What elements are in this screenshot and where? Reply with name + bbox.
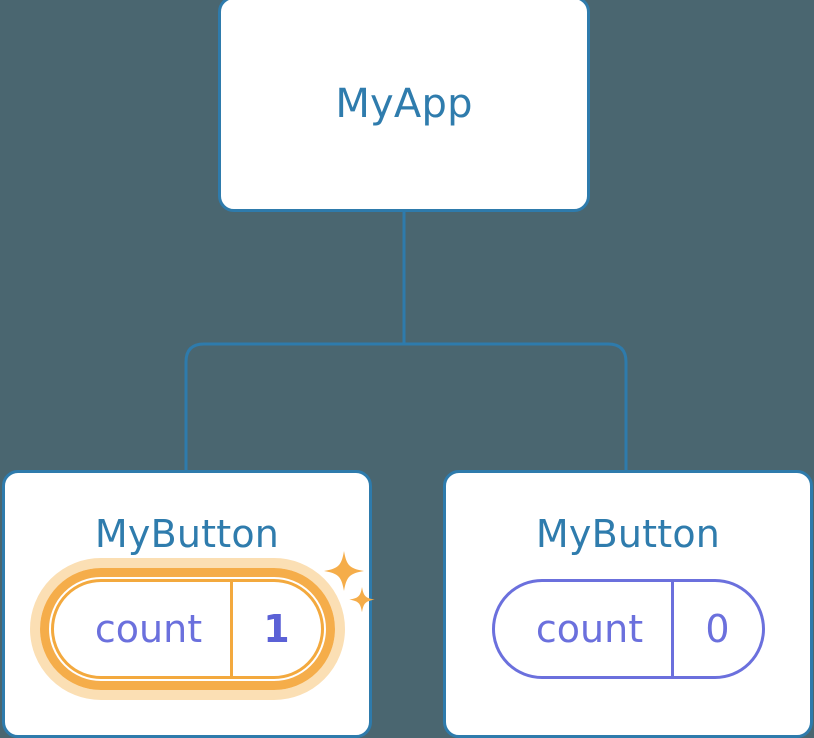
state-pill-body-2[interactable]: count 0 — [491, 579, 765, 679]
state-value-child-1: 1 — [263, 607, 290, 651]
state-key-child-2: count — [535, 607, 644, 651]
state-pill-child-1[interactable]: count 1 — [29, 551, 375, 700]
node-card-root[interactable]: MyApp — [218, 0, 590, 212]
node-title-root: MyApp — [335, 81, 473, 127]
state-key-child-1: count — [94, 607, 203, 651]
state-pill-body-1[interactable]: count 1 — [50, 579, 324, 679]
node-title-child-2: MyButton — [535, 512, 721, 556]
sparkle-icon — [323, 551, 364, 591]
connector-bus — [184, 342, 628, 470]
sparkle-group — [323, 551, 375, 613]
node-card-child-2[interactable]: MyButton count 0 — [443, 470, 813, 738]
node-title-child-1: MyButton — [94, 512, 280, 556]
state-pill-divider-2 — [670, 582, 674, 676]
state-pill-child-2[interactable]: count 0 — [491, 579, 765, 679]
state-value-child-2: 0 — [705, 607, 730, 651]
sparkle-small-icon — [348, 587, 375, 613]
state-pill-divider-1 — [229, 582, 233, 676]
node-card-child-1[interactable]: MyButton count 1 — [2, 470, 375, 738]
